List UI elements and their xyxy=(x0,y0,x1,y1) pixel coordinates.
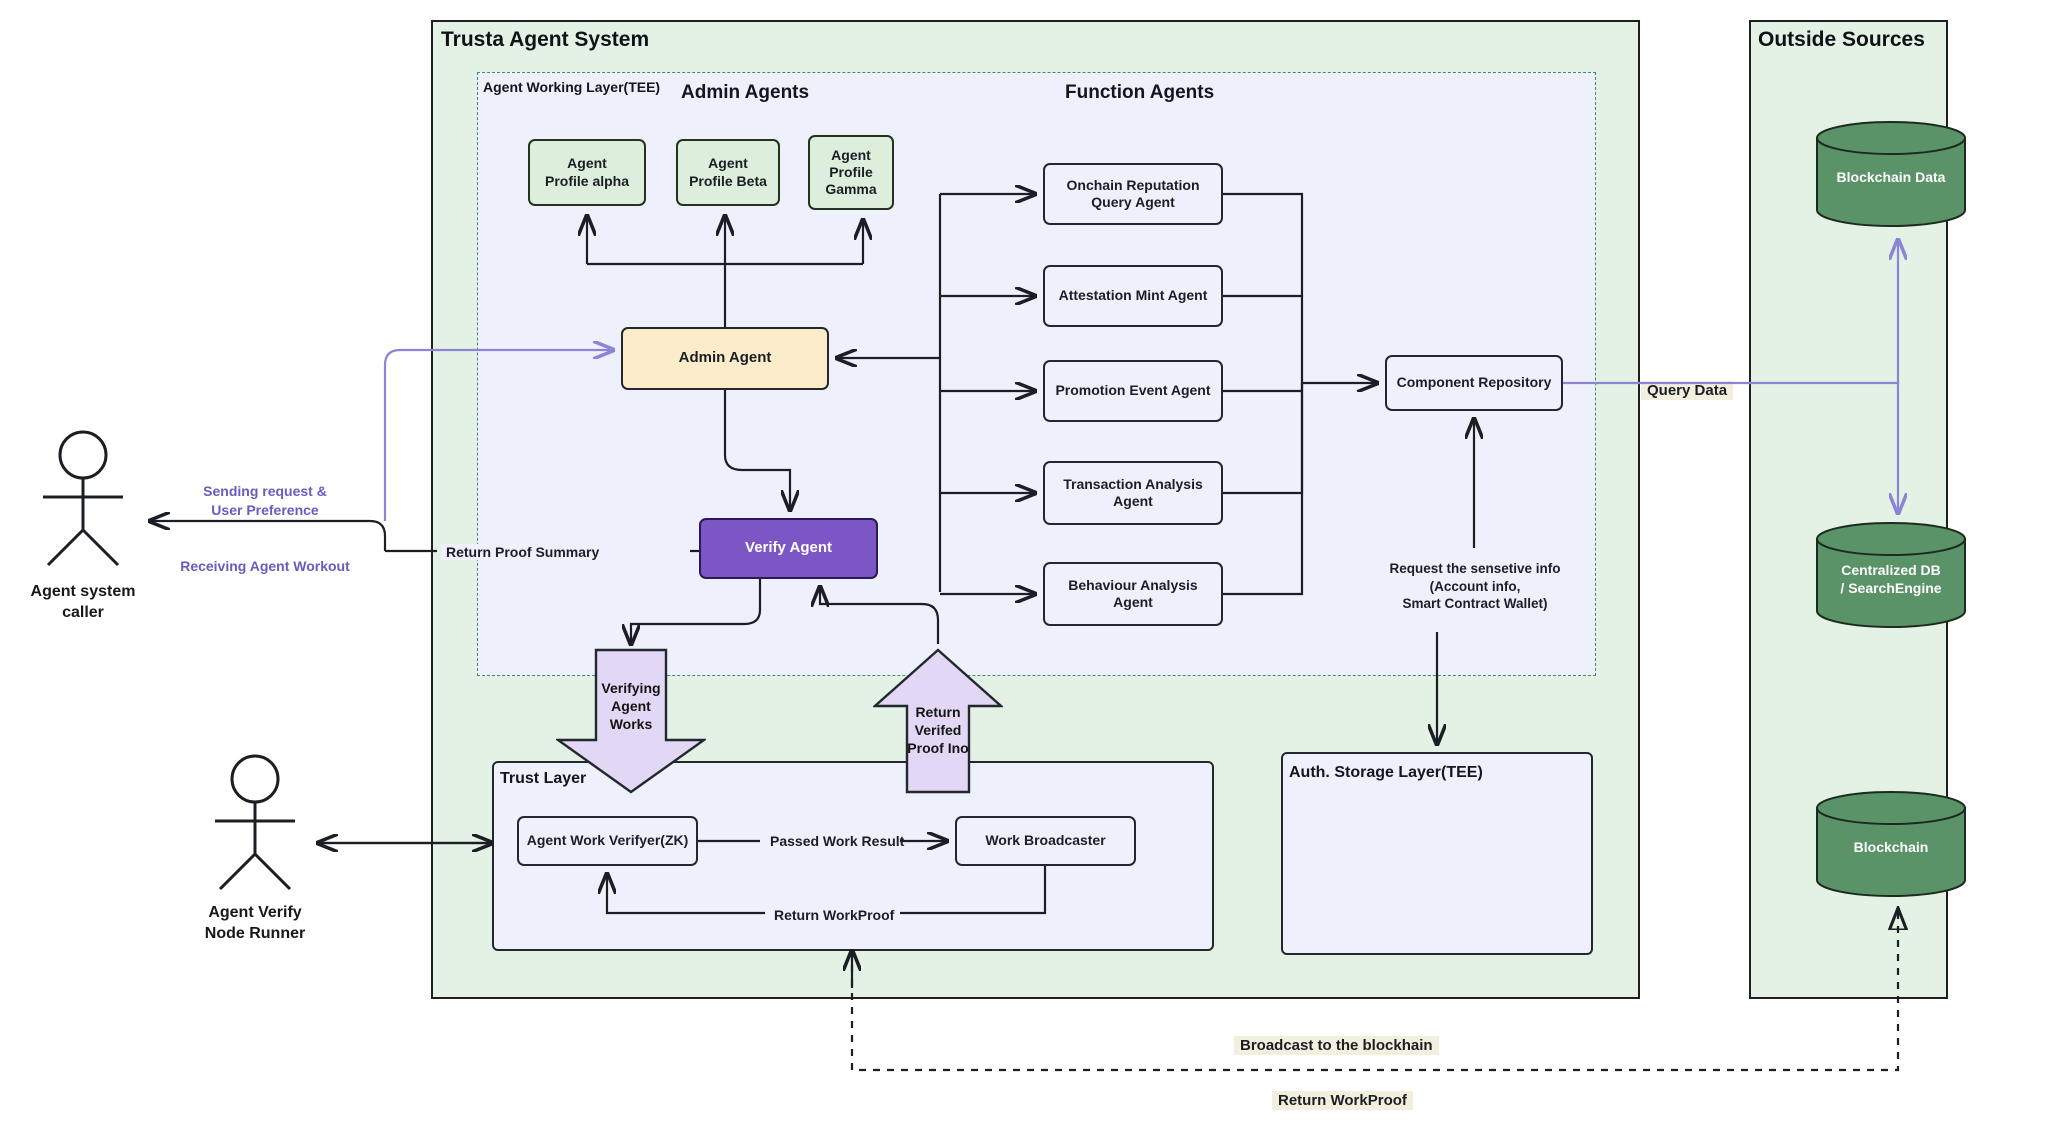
admin-agents-title: Admin Agents xyxy=(681,82,810,103)
actor-agent-system-caller-label: Agent system caller xyxy=(30,583,136,621)
function-agent-attestation-mint[interactable]: Attestation Mint Agent xyxy=(1043,265,1223,327)
work-broadcaster-label: Work Broadcaster xyxy=(985,832,1106,849)
block-arrow-label: Return Verifed Proof Ino xyxy=(907,704,969,756)
agent-work-verifier-box[interactable]: Agent Work Verifyer(ZK) xyxy=(517,816,698,866)
function-agent-label: Onchain Reputation Query Agent xyxy=(1066,176,1200,210)
function-agent-onchain-reputation-query[interactable]: Onchain Reputation Query Agent xyxy=(1043,163,1223,225)
verify-agent-label: Verify Agent xyxy=(745,539,832,557)
return-proof-summary-label: Return Proof Summary xyxy=(441,544,605,560)
actor-agent-system-caller xyxy=(28,430,138,570)
trust-layer-title: Trust Layer xyxy=(500,770,587,787)
admin-agent-box[interactable]: Admin Agent xyxy=(621,327,829,390)
agent-profile-beta-label: Agent Profile Beta xyxy=(689,155,767,189)
agent-work-verifier-label: Agent Work Verifyer(ZK) xyxy=(526,832,689,849)
database-centralized-db: Centralized DB / SearchEngine xyxy=(1815,521,1967,629)
agent-profile-gamma-box[interactable]: Agent Profile Gamma xyxy=(808,135,894,210)
database-label: Blockchain xyxy=(1853,839,1929,855)
broadcast-to-blockchain-label: Broadcast to the blockhain xyxy=(1234,1036,1439,1055)
database-label: Blockchain Data xyxy=(1836,169,1946,185)
agent-profile-alpha-label: Agent Profile alpha xyxy=(544,155,630,189)
actor-agent-verify-node-runner-label: Agent Verify Node Runner xyxy=(204,904,306,942)
function-agent-label: Attestation Mint Agent xyxy=(1058,287,1208,304)
receiving-agent-workout-label: Receiving Agent Workout xyxy=(180,558,350,574)
component-repository-label: Component Repository xyxy=(1396,374,1552,391)
work-broadcaster-box[interactable]: Work Broadcaster xyxy=(955,816,1136,866)
verify-agent-box[interactable]: Verify Agent xyxy=(699,518,878,579)
agent-working-layer-title: Agent Working Layer(TEE) xyxy=(483,79,661,95)
query-data-label: Query Data xyxy=(1641,381,1734,400)
component-repository-box[interactable]: Component Repository xyxy=(1385,355,1563,411)
function-agent-label: Transaction Analysis Agent xyxy=(1063,475,1203,509)
auth-storage-layer-container xyxy=(1281,752,1593,955)
sending-request-label: Sending request & User Preference xyxy=(203,483,327,518)
function-agents-title: Function Agents xyxy=(1065,82,1215,103)
return-workproof-trust-label: Return WorkProof xyxy=(769,907,900,923)
database-blockchain: Blockchain xyxy=(1815,790,1967,898)
agent-profile-beta-box[interactable]: Agent Profile Beta xyxy=(676,139,780,206)
agent-profile-gamma-label: Agent Profile Gamma xyxy=(825,146,877,198)
block-arrow-return-verified-proof: Return Verifed Proof Ino xyxy=(871,648,1005,794)
database-blockchain-data: Blockchain Data xyxy=(1815,120,1967,228)
function-agent-promotion-event[interactable]: Promotion Event Agent xyxy=(1043,360,1223,422)
database-label: Centralized DB / SearchEngine xyxy=(1840,562,1942,597)
return-workproof-bottom-label: Return WorkProof xyxy=(1272,1091,1413,1110)
function-agent-label: Promotion Event Agent xyxy=(1055,382,1211,399)
actor-agent-verify-node-runner xyxy=(200,754,310,894)
outside-sources-title: Outside Sources xyxy=(1758,28,1925,51)
agent-profile-alpha-box[interactable]: Agent Profile alpha xyxy=(528,139,646,206)
admin-agent-label: Admin Agent xyxy=(678,349,772,367)
block-arrow-label: Verifying Agent Works xyxy=(601,680,661,732)
system-title: Trusta Agent System xyxy=(441,28,650,51)
request-sensitive-info-note: Request the sensetive info (Account info… xyxy=(1389,561,1561,612)
passed-work-result-label: Passed Work Result xyxy=(765,833,910,849)
function-agent-label: Behaviour Analysis Agent xyxy=(1068,576,1198,610)
function-agent-transaction-analysis[interactable]: Transaction Analysis Agent xyxy=(1043,461,1223,525)
block-arrow-verifying-agent-works: Verifying Agent Works xyxy=(554,648,708,794)
function-agent-behaviour-analysis[interactable]: Behaviour Analysis Agent xyxy=(1043,562,1223,626)
auth-storage-layer-title: Auth. Storage Layer(TEE) xyxy=(1289,764,1483,781)
